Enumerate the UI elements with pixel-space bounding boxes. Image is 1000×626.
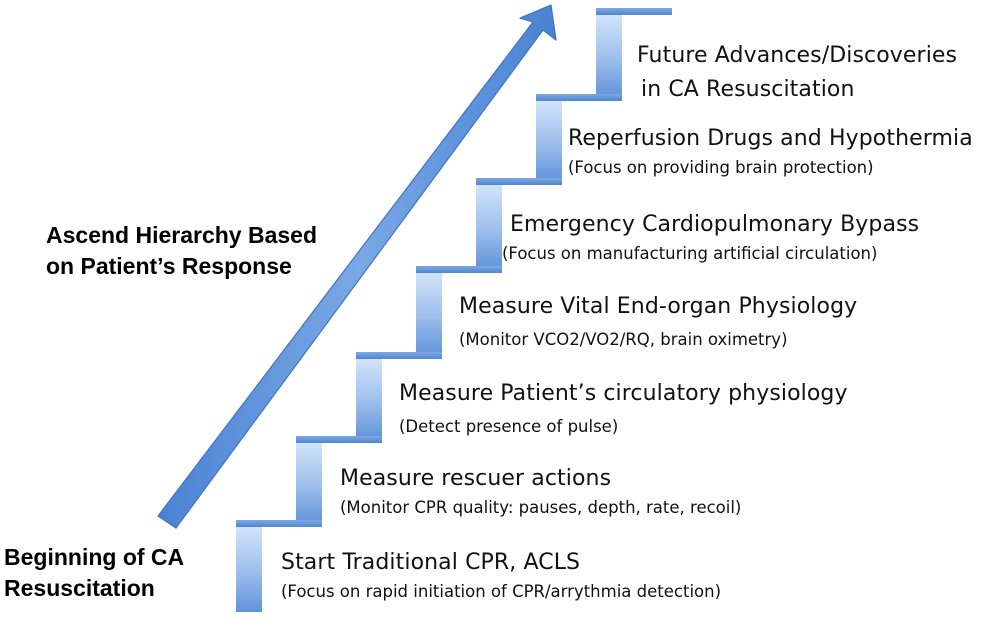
ascend-hierarchy-line-2: on Patient’s Response <box>46 253 292 279</box>
step-6-text: Reperfusion Drugs and Hypothermia (Focus… <box>568 124 973 180</box>
step-subtitle: (Focus on manufacturing artificial circu… <box>502 244 878 263</box>
stair-riser-3 <box>356 354 382 440</box>
step-4-text: Measure Vital End-organ Physiology (Moni… <box>459 292 857 352</box>
step-subtitle: (Focus on rapid initiation of CPR/arryth… <box>281 582 722 601</box>
stair-riser-4 <box>416 268 442 356</box>
step-subtitle: (Detect presence of pulse) <box>399 417 619 436</box>
ascend-arrow-icon <box>157 4 557 529</box>
beginning-line-1: Beginning of CA <box>4 544 185 570</box>
step-title: Measure Vital End-organ Physiology <box>459 294 858 319</box>
step-3-text: Measure Patient’s circulatory physiology… <box>399 379 848 439</box>
stair-tread-2 <box>296 436 382 443</box>
stair-tread-5 <box>476 178 562 185</box>
stair-riser-2 <box>296 438 322 524</box>
step-1-text: Start Traditional CPR, ACLS (Focus on ra… <box>281 548 721 604</box>
step-5-text: Emergency Cardiopulmonary Bypass (Focus … <box>502 210 920 266</box>
stair-riser-5 <box>476 180 502 270</box>
step-title: Measure Patient’s circulatory physiology <box>399 381 848 406</box>
step-title: Start Traditional CPR, ACLS <box>281 550 581 575</box>
stair-tread-3 <box>356 352 442 359</box>
stair-tread-7 <box>596 8 672 15</box>
step-subtitle: (Monitor VCO2/VO2/RQ, brain oximetry) <box>459 330 788 349</box>
stair-riser-6 <box>536 96 562 182</box>
step-title: Emergency Cardiopulmonary Bypass <box>510 212 920 237</box>
step-subtitle: (Monitor CPR quality: pauses, depth, rat… <box>340 498 742 517</box>
stair-tread-6 <box>536 94 622 101</box>
stair-tread-1 <box>236 520 322 527</box>
step-title: Future Advances/Discoveries <box>637 43 958 68</box>
beginning-label: Beginning of CA Resuscitation <box>4 542 184 604</box>
stair-riser-7 <box>596 10 622 98</box>
stair-tread-4 <box>416 266 502 273</box>
step-title-line-2: in CA Resuscitation <box>641 77 855 102</box>
stair-riser-1 <box>236 522 262 612</box>
beginning-line-2: Resuscitation <box>4 575 155 601</box>
step-2-text: Measure rescuer actions (Monitor CPR qua… <box>340 464 741 520</box>
step-title: Reperfusion Drugs and Hypothermia <box>568 126 973 151</box>
ascend-hierarchy-label: Ascend Hierarchy Based on Patient’s Resp… <box>46 220 317 282</box>
stair-treads <box>236 8 672 527</box>
stair-risers <box>236 10 622 612</box>
step-7-text: Future Advances/Discoveries in CA Resusc… <box>637 41 957 105</box>
ascend-hierarchy-line-1: Ascend Hierarchy Based <box>46 222 318 248</box>
step-title: Measure rescuer actions <box>340 466 612 491</box>
step-subtitle: (Focus on providing brain protection) <box>568 158 874 177</box>
